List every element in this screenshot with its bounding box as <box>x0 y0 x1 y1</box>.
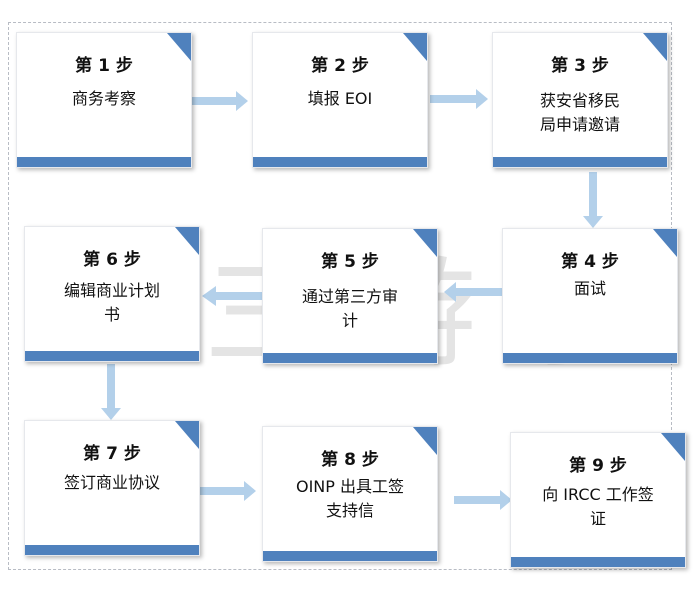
card-bottom-bar <box>253 157 427 167</box>
step-card-8: 第 8 步 OINP 出具工签 支持信 <box>262 426 438 562</box>
step-title: 第 5 步 <box>321 252 379 272</box>
arrow-4-to-5 <box>444 282 502 302</box>
step-title: 第 4 步 <box>561 252 619 272</box>
step-card-3: 第 3 步 获安省移民 局申请邀请 <box>492 32 668 168</box>
card-bottom-bar <box>493 157 667 167</box>
arrow-2-to-3 <box>430 89 488 109</box>
step-desc: 面试 <box>573 279 606 298</box>
step-desc: 编辑商业计划 书 <box>63 281 160 324</box>
card-bottom-bar <box>25 351 199 361</box>
step-title: 第 3 步 <box>551 56 609 76</box>
card-bottom-bar <box>25 545 199 555</box>
step-title: 第 2 步 <box>311 56 369 76</box>
step-card-7: 第 7 步 签订商业协议 <box>24 420 200 556</box>
step-desc: 填报 EOI <box>307 89 373 108</box>
step-title: 第 9 步 <box>569 456 627 476</box>
card-bottom-bar <box>511 557 685 567</box>
step-card-4: 第 4 步 面试 <box>502 228 678 364</box>
arrow-6-to-7 <box>101 364 121 420</box>
step-desc: 签订商业协议 <box>63 473 160 492</box>
step-desc: 商务考察 <box>71 89 136 108</box>
arrow-3-to-4 <box>583 172 603 228</box>
step-title: 第 7 步 <box>83 444 141 464</box>
step-title: 第 6 步 <box>83 250 141 270</box>
step-desc: 获安省移民 局申请邀请 <box>539 91 620 134</box>
step-desc: 向 IRCC 工作签 证 <box>542 485 654 528</box>
step-card-9: 第 9 步 向 IRCC 工作签 证 <box>510 432 686 568</box>
arrow-1-to-2 <box>192 91 248 111</box>
step-card-2: 第 2 步 填报 EOI <box>252 32 428 168</box>
card-bottom-bar <box>263 353 437 363</box>
step-card-6: 第 6 步 编辑商业计划 书 <box>24 226 200 362</box>
card-bottom-bar <box>503 353 677 363</box>
arrow-7-to-8 <box>200 481 256 501</box>
card-bottom-bar <box>17 157 191 167</box>
step-title: 第 1 步 <box>75 56 133 76</box>
step-desc: 通过第三方审 计 <box>301 287 398 330</box>
arrow-8-to-9 <box>454 490 512 510</box>
step-card-5: 第 5 步 通过第三方审 计 <box>262 228 438 364</box>
step-desc: OINP 出具工签 支持信 <box>295 477 405 520</box>
step-title: 第 8 步 <box>321 450 379 470</box>
arrow-5-to-6 <box>202 286 262 306</box>
card-bottom-bar <box>263 551 437 561</box>
step-card-1: 第 1 步 商务考察 <box>16 32 192 168</box>
